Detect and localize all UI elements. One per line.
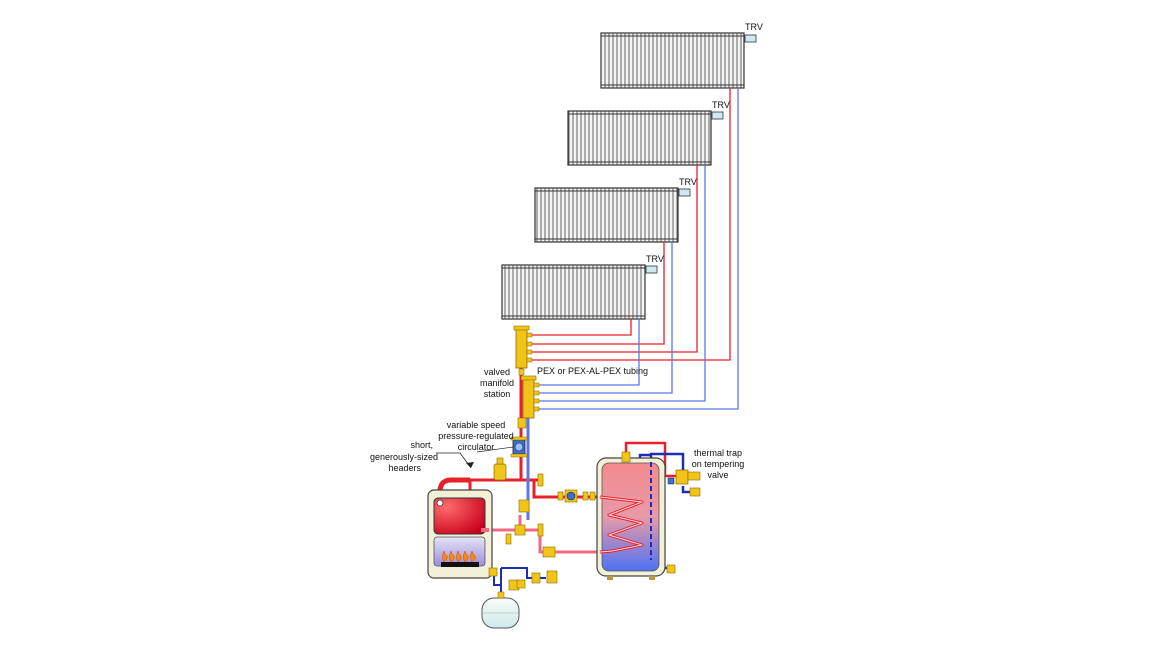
svg-text:station: station: [484, 389, 511, 399]
trv-label-2: TRV: [712, 100, 730, 110]
tubing-label: PEX or PEX-AL-PEX tubing: [537, 366, 648, 376]
svg-text:thermal trap: thermal trap: [694, 448, 742, 458]
mixing-valve-icon: [667, 469, 701, 497]
manifold-label: valved manifold station: [480, 367, 514, 399]
boiler-icon: [427, 489, 493, 579]
radiator-1: [600, 32, 757, 89]
circulator-label: variable speed pressure-regulated circul…: [438, 420, 514, 452]
trv-label-1: TRV: [745, 22, 763, 32]
trv-icon: [678, 188, 691, 197]
svg-text:valved: valved: [484, 367, 510, 377]
radiator-2: [567, 110, 724, 166]
trv-icon: [711, 111, 724, 120]
svg-text:manifold: manifold: [480, 378, 514, 388]
svg-text:pressure-regulated: pressure-regulated: [438, 431, 514, 441]
expansion-tank-icon: [481, 591, 520, 629]
pump-tank-icon: [566, 491, 576, 501]
circulator-pump-icon: [510, 436, 528, 458]
radiator-icon: [534, 187, 679, 243]
trv-icon: [744, 34, 757, 43]
air-separator-icon: [493, 457, 507, 481]
storage-tank-icon: [596, 457, 666, 580]
svg-text:on tempering: on tempering: [692, 459, 745, 469]
return-tubing: [535, 88, 739, 410]
svg-text:valve: valve: [707, 470, 728, 480]
burner-flame-icon: [442, 550, 476, 563]
svg-text:headers: headers: [388, 463, 421, 473]
svg-text:circulator: circulator: [458, 442, 495, 452]
manifold-icon: [513, 325, 540, 429]
radiator-3: [534, 187, 691, 243]
supply-piping: [468, 335, 609, 499]
svg-text:variable speed: variable speed: [447, 420, 506, 430]
trv-label-3: TRV: [679, 177, 697, 187]
trv-icon: [645, 265, 658, 274]
thermal-trap-label: thermal trap on tempering valve: [692, 448, 745, 480]
radiator-icon: [501, 264, 646, 320]
valve-icon: [488, 451, 676, 591]
svg-text:short,: short,: [410, 440, 433, 450]
svg-text:generously-sized: generously-sized: [370, 452, 438, 462]
headers-label: short, generously-sized headers: [370, 440, 438, 473]
radiator-4: [501, 264, 658, 320]
radiator-icon: [600, 32, 745, 89]
radiator-icon: [567, 110, 712, 166]
supply-tubing: [527, 88, 731, 361]
trv-label-4: TRV: [646, 254, 664, 264]
